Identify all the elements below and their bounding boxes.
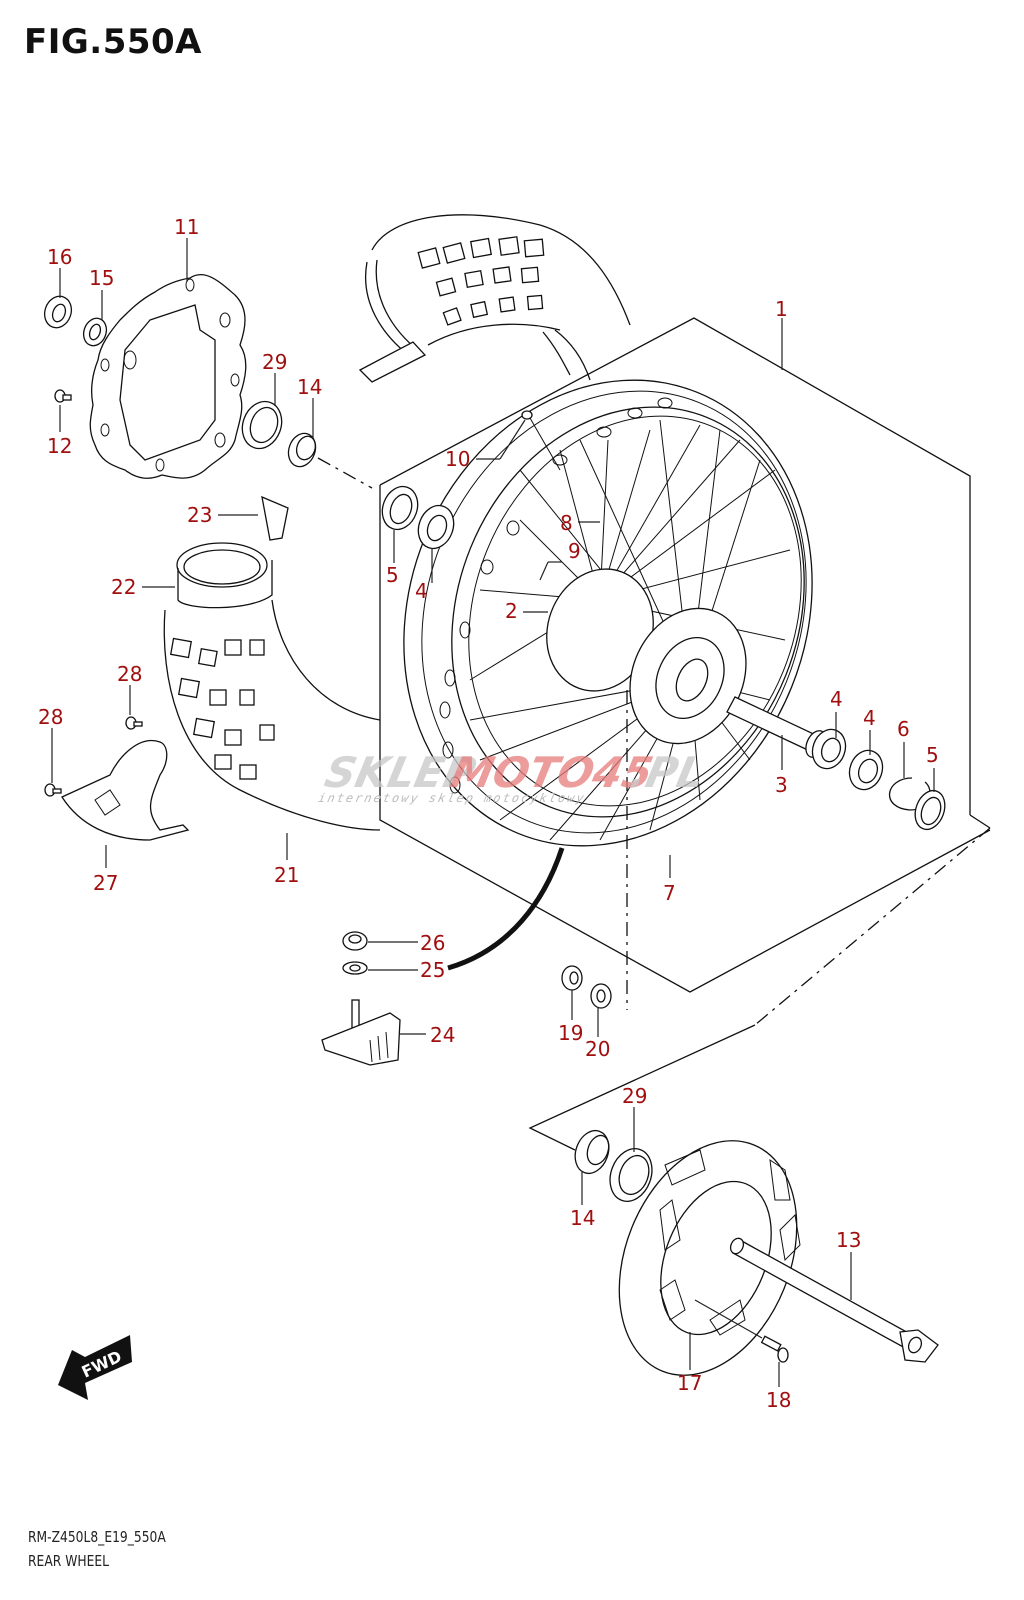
watermark-brand-red: MOTO45 — [446, 749, 657, 797]
section-name: REAR WHEEL — [28, 1552, 110, 1570]
callout-4: 4 — [415, 579, 428, 603]
callout-14b: 14 — [570, 1206, 595, 1230]
watermark-brand-gray: SKLEP — [320, 749, 479, 797]
callout-8: 8 — [560, 511, 573, 535]
rim-nipple-holes — [397, 397, 673, 794]
callout-23: 23 — [187, 503, 212, 527]
watermark-domain: .PL — [625, 749, 709, 797]
callout-12: 12 — [47, 434, 72, 458]
callout-labels: 1 2 3 4 4 4 5 5 6 7 8 9 10 11 12 13 14 1… — [38, 215, 939, 1412]
callout-29: 29 — [262, 350, 287, 374]
hub — [546, 568, 747, 745]
callout-25: 25 — [420, 958, 445, 982]
callout-17: 17 — [677, 1371, 702, 1395]
dust-seal-collar-lower — [574, 1129, 653, 1202]
callout-24: 24 — [430, 1023, 455, 1047]
callout-28: 28 — [117, 662, 142, 686]
valve-nipple — [521, 410, 561, 471]
right-side-parts — [811, 728, 946, 831]
callout-21: 21 — [274, 863, 299, 887]
axle — [729, 1237, 939, 1363]
callout-3: 3 — [775, 773, 788, 797]
sprocket — [618, 1140, 801, 1376]
callout-26: 26 — [420, 931, 445, 955]
watermark-tagline: internetowy sklep motocyklowy — [317, 791, 587, 805]
watermark: SKLEP MOTO45 .PL internetowy sklep motoc… — [317, 749, 709, 805]
lower-guide-lines — [528, 827, 991, 1151]
callout-4c: 4 — [863, 706, 876, 730]
callout-5: 5 — [386, 563, 399, 587]
tube-tread-blocks — [169, 637, 275, 780]
callout-29b: 29 — [622, 1084, 647, 1108]
callout-22: 22 — [111, 575, 136, 599]
callout-14: 14 — [297, 375, 322, 399]
callout-2: 2 — [505, 599, 518, 623]
tire-upper — [358, 214, 631, 383]
figure-title: FIG.550A — [24, 22, 202, 62]
tire-tread-blocks — [417, 236, 545, 326]
callout-6: 6 — [897, 717, 910, 741]
callout-11: 11 — [174, 215, 199, 239]
axle-nut-washer — [561, 965, 612, 1009]
callout-9: 9 — [568, 539, 581, 563]
callout-28b: 28 — [38, 705, 63, 729]
callout-19: 19 — [558, 1021, 583, 1045]
callout-5b: 5 — [926, 743, 939, 767]
small-hardware-upper-left — [43, 295, 108, 403]
tube-and-tire-left — [163, 495, 381, 831]
model-code: RM-Z450L8_E19_550A — [28, 1528, 166, 1546]
callout-18: 18 — [766, 1388, 791, 1412]
callout-16: 16 — [47, 245, 72, 269]
dust-seal-collar-upper — [241, 400, 373, 489]
callout-20: 20 — [585, 1037, 610, 1061]
callout-27: 27 — [93, 871, 118, 895]
sprocket-bolt — [694, 1299, 789, 1363]
callout-10: 10 — [445, 447, 470, 471]
callout-15: 15 — [89, 266, 114, 290]
callout-4b: 4 — [830, 687, 843, 711]
brake-disc — [89, 273, 247, 479]
tire-lock-hardware — [321, 931, 401, 1066]
leader-lines — [51, 238, 935, 1387]
left-side-seals — [381, 485, 455, 550]
fwd-arrow-icon: FWD — [58, 1335, 132, 1400]
disc-cover — [44, 716, 190, 841]
callout-1: 1 — [775, 297, 788, 321]
callout-13: 13 — [836, 1228, 861, 1252]
callout-7: 7 — [663, 881, 676, 905]
